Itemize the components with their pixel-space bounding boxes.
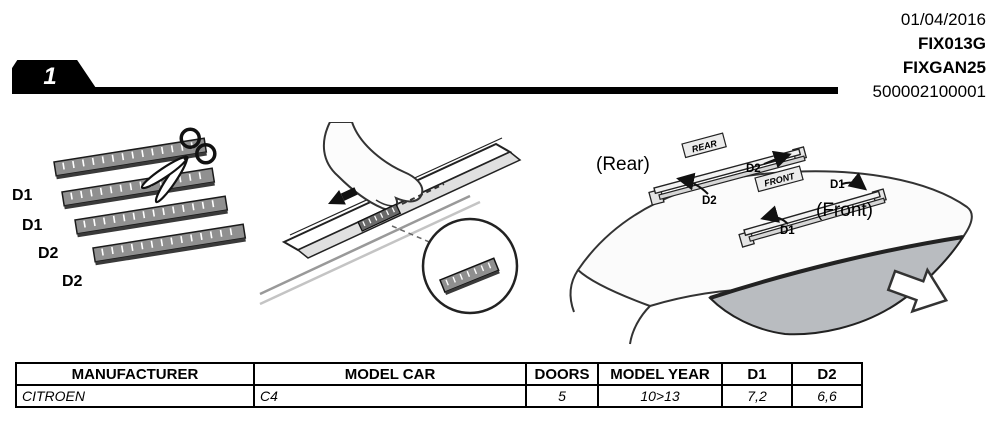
insertion-path	[401, 183, 445, 205]
rear-bar-tag: REAR	[681, 132, 727, 159]
col-header-d2: D2	[791, 362, 863, 386]
d1-label-front-right: D1	[830, 179, 845, 191]
cut-strips-illustration: D1 D1 D2 D2	[12, 127, 247, 290]
gauge-strip	[357, 203, 402, 232]
col-header-manufacturer: MANUFACTURER	[15, 362, 255, 386]
cell-model-car: C4	[253, 384, 527, 408]
front-crossbar	[738, 188, 887, 248]
d1-arrow-front-right	[841, 172, 868, 191]
front-bar-tag: FRONT	[754, 165, 804, 193]
document-date: 01/04/2016	[900, 10, 986, 29]
product-code: FIX013G	[917, 34, 986, 53]
strip-3	[74, 195, 229, 238]
cell-d1: 7,2	[721, 384, 793, 408]
fitment-table: MANUFACTURER MODEL CAR DOORS MODEL YEAR …	[15, 362, 863, 408]
scissors-icon	[140, 127, 217, 204]
strip-label-2: D1	[22, 217, 43, 234]
car-side-line	[569, 269, 579, 313]
table-row: CITROEN C4 5 10>13 7,2 6,6	[15, 384, 863, 408]
step-divider-rule	[12, 87, 838, 94]
direction-arrow	[886, 267, 949, 314]
insert-arrow	[328, 187, 358, 205]
roof-mounting-illustration: REAR FRONT (Rear) (Front) D2 D2 D1 D1	[569, 132, 973, 345]
strip-1	[53, 137, 208, 180]
step-number-tab: 1	[12, 60, 100, 94]
cell-manufacturer: CITROEN	[15, 384, 255, 408]
strip-insertion-illustration	[259, 122, 522, 315]
car-side-line-2	[629, 305, 651, 345]
col-header-model-car: MODEL CAR	[253, 362, 527, 386]
strip-4	[92, 223, 247, 266]
detail-magnifier	[391, 217, 519, 315]
serial-number: 500002100001	[872, 82, 986, 101]
front-caption: (Front)	[816, 200, 873, 221]
rear-caption: (Rear)	[596, 154, 650, 175]
d2-arrow-rear-left	[676, 172, 709, 195]
d2-label-rear-left: D2	[702, 195, 717, 207]
cell-doors: 5	[525, 384, 599, 408]
col-header-d1: D1	[721, 362, 793, 386]
roof-front-edge	[709, 235, 964, 300]
cell-d2: 6,6	[791, 384, 863, 408]
kit-code: FIXGAN25	[902, 58, 986, 77]
d2-label-rear-right: D2	[746, 163, 761, 175]
table-header-row: MANUFACTURER MODEL CAR DOORS MODEL YEAR …	[15, 362, 863, 386]
d2-arrow-rear-right	[763, 150, 792, 168]
strip-label-4: D2	[62, 273, 83, 290]
strip-label-3: D2	[38, 245, 59, 262]
strip-label-1: D1	[12, 187, 33, 204]
col-header-model-year: MODEL YEAR	[597, 362, 723, 386]
d1-arrow-front-left	[760, 205, 789, 225]
step-number: 1	[43, 63, 57, 90]
document-codes: 01/04/2016 FIX013G FIXGAN25 500002100001	[873, 8, 986, 104]
col-header-doors: DOORS	[525, 362, 599, 386]
d1-label-front-left: D1	[780, 225, 795, 237]
cell-model-year: 10>13	[597, 384, 723, 408]
